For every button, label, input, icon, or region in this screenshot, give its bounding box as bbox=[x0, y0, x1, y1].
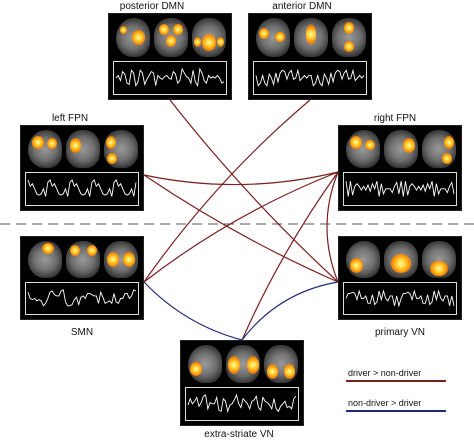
brain-images bbox=[109, 14, 231, 61]
brain-coronal-image bbox=[154, 18, 189, 57]
timeseries-plot bbox=[25, 172, 139, 206]
panel-primary-vn bbox=[338, 236, 462, 320]
timeseries-plot bbox=[343, 172, 457, 206]
panel-smn bbox=[20, 236, 144, 320]
brain-images bbox=[21, 237, 143, 282]
brain-images bbox=[21, 126, 143, 172]
timeseries-line bbox=[27, 179, 137, 197]
timeseries-plot bbox=[343, 282, 457, 315]
brain-sagittal-image bbox=[346, 241, 381, 279]
label-extrastriate-vn: extra-striate VN bbox=[204, 429, 274, 440]
panel-extrastriate-vn bbox=[180, 340, 304, 426]
label-anterior-dmn: anterior DMN bbox=[272, 1, 332, 12]
panel-posterior-dmn bbox=[108, 13, 232, 100]
brain-sagittal-image bbox=[28, 130, 63, 169]
brain-images bbox=[339, 126, 461, 172]
timeseries-line bbox=[115, 67, 225, 88]
edge-primary_vn-extrastriate_vn bbox=[241, 281, 339, 341]
label-primary-vn: primary VN bbox=[374, 327, 425, 338]
legend-nondriver-label: non-driver > driver bbox=[348, 398, 422, 408]
brain-axial-image bbox=[421, 241, 457, 279]
edge-right_fpn-smn bbox=[143, 171, 339, 283]
brain-sagittal-image bbox=[28, 241, 63, 279]
brain-coronal-image bbox=[66, 241, 101, 279]
panel-anterior-dmn bbox=[248, 13, 372, 100]
label-posterior-dmn: posterior DMN bbox=[119, 1, 185, 12]
brain-images bbox=[339, 237, 461, 282]
timeseries-plot bbox=[185, 387, 299, 421]
brain-sagittal-image bbox=[116, 18, 151, 57]
timeseries-line bbox=[345, 289, 455, 308]
timeseries-plot bbox=[113, 61, 227, 95]
label-left-fpn: left FPN bbox=[51, 113, 89, 124]
edge-right_fpn-extrastriate_vn bbox=[241, 171, 339, 341]
brain-axial-image bbox=[103, 130, 139, 169]
edge-left_fpn-right_fpn bbox=[143, 171, 339, 186]
edge-smn-extrastriate_vn bbox=[143, 281, 243, 341]
brain-coronal-image bbox=[294, 18, 329, 57]
timeseries-plot bbox=[25, 282, 139, 315]
brain-sagittal-image bbox=[256, 18, 291, 57]
timeseries-line bbox=[27, 289, 137, 307]
brain-sagittal-image bbox=[346, 130, 381, 169]
edge-left_fpn-primary_vn bbox=[143, 174, 339, 283]
brain-axial-image bbox=[331, 18, 367, 57]
legend-driver-label: driver > non-driver bbox=[348, 368, 422, 378]
edge-right_fpn-primary_vn bbox=[326, 171, 339, 283]
brain-axial-image bbox=[103, 241, 139, 279]
brain-sagittal-image bbox=[188, 345, 223, 384]
panel-left-fpn bbox=[20, 125, 144, 211]
brain-coronal-image bbox=[226, 345, 261, 384]
timeseries-line bbox=[345, 181, 455, 197]
brain-axial-image bbox=[263, 345, 299, 384]
edge-posterior_dmn-primary_vn bbox=[169, 99, 339, 283]
brain-coronal-image bbox=[384, 130, 419, 169]
brain-images bbox=[249, 14, 371, 61]
brain-axial-image bbox=[421, 130, 457, 169]
brain-coronal-image bbox=[384, 241, 419, 279]
timeseries-line bbox=[255, 68, 365, 87]
brain-coronal-image bbox=[66, 130, 101, 169]
label-right-fpn: right FPN bbox=[373, 113, 417, 124]
brain-axial-image bbox=[191, 18, 227, 57]
edge-anterior_dmn-smn bbox=[143, 99, 311, 283]
timeseries-plot bbox=[253, 61, 367, 95]
brain-images bbox=[181, 341, 303, 387]
timeseries-line bbox=[187, 393, 297, 414]
panel-right-fpn bbox=[338, 125, 462, 211]
label-smn: SMN bbox=[70, 327, 94, 338]
